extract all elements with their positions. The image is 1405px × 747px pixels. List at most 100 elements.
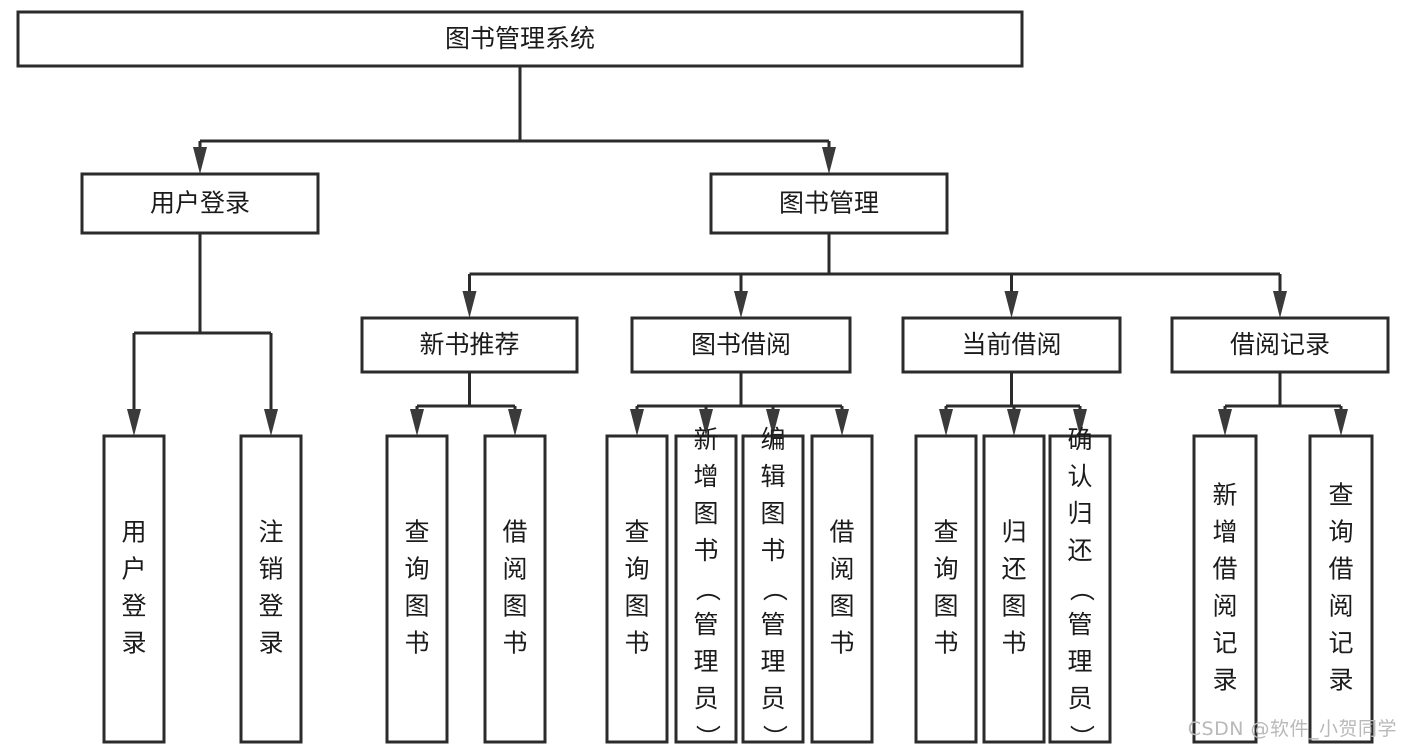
- svg-text:图: 图: [829, 592, 854, 621]
- connector-arrow-icon: [1273, 291, 1287, 318]
- node-box-leaf-nb-query[interactable]: [385, 434, 449, 744]
- connector-arrow-icon: [127, 409, 141, 436]
- edge-group-book-borrow: [630, 372, 849, 436]
- svg-text:图: 图: [502, 592, 527, 621]
- node-box-new-book[interactable]: [360, 316, 579, 374]
- connector-arrow-icon: [1007, 409, 1021, 436]
- node-box-leaf-user-login[interactable]: [102, 434, 166, 744]
- node-box-leaf-br-query[interactable]: [1308, 434, 1374, 744]
- svg-text:登: 登: [121, 592, 146, 621]
- svg-text:询: 询: [624, 555, 649, 584]
- edge-group-borrow-record: [1218, 372, 1348, 436]
- node-box-leaf-cb-return[interactable]: [982, 434, 1046, 744]
- svg-text:书: 书: [502, 629, 527, 658]
- node-box-leaf-user-logout[interactable]: [239, 434, 303, 744]
- connector-arrow-icon: [699, 409, 713, 436]
- svg-text:借: 借: [1212, 555, 1237, 584]
- svg-text:图: 图: [404, 592, 429, 621]
- node-book-manage[interactable]: 图书管理: [709, 172, 949, 235]
- node-box-borrow-record[interactable]: [1170, 316, 1390, 374]
- node-box-leaf-bb-query[interactable]: [605, 434, 669, 744]
- node-box-book-manage[interactable]: [709, 172, 949, 235]
- node-box-leaf-bb-borrow[interactable]: [810, 434, 874, 744]
- connector-arrow-icon: [766, 409, 780, 436]
- watermark-label: CSDN @软件_小贺同学: [1187, 718, 1397, 740]
- node-box-user-login[interactable]: [80, 172, 320, 235]
- node-box-leaf-nb-borrow[interactable]: [483, 434, 547, 744]
- node-new-book[interactable]: 新书推荐: [360, 316, 579, 374]
- svg-text:书: 书: [829, 629, 854, 658]
- svg-text:查: 查: [1328, 481, 1353, 510]
- svg-text:管: 管: [693, 610, 718, 639]
- node-leaf-user-login[interactable]: 用户登录: [102, 434, 166, 744]
- svg-text:书: 书: [624, 629, 649, 658]
- svg-text:书: 书: [693, 536, 718, 565]
- node-borrow-record[interactable]: 借阅记录: [1170, 316, 1390, 374]
- connector-arrow-icon: [1334, 409, 1348, 436]
- node-book-borrow[interactable]: 图书借阅: [630, 316, 852, 374]
- node-box-book-borrow[interactable]: [630, 316, 852, 374]
- svg-text:销: 销: [258, 555, 283, 584]
- svg-text:（: （: [1067, 576, 1096, 601]
- svg-text:员: 员: [760, 684, 785, 713]
- connector-arrow-icon: [822, 147, 836, 174]
- edge-group-new-book: [410, 372, 522, 436]
- svg-text:录: 录: [258, 629, 283, 658]
- connector-arrow-icon: [939, 409, 953, 436]
- connector-arrow-icon: [264, 409, 278, 436]
- node-box-current-borrow[interactable]: [901, 316, 1122, 374]
- node-label-book-borrow: 图书借阅: [691, 330, 791, 359]
- svg-text:登: 登: [258, 592, 283, 621]
- svg-text:记: 记: [1212, 629, 1237, 658]
- node-label-new-book: 新书推荐: [419, 330, 519, 359]
- svg-text:）: ）: [693, 724, 722, 747]
- edge-group-user-login: [127, 233, 278, 436]
- node-current-borrow[interactable]: 当前借阅: [901, 316, 1122, 374]
- connector-arrow-icon: [193, 147, 207, 174]
- svg-text:用: 用: [121, 518, 146, 547]
- node-box-leaf-bb-add[interactable]: [674, 434, 738, 744]
- svg-text:归: 归: [1001, 518, 1026, 547]
- svg-text:记: 记: [1328, 629, 1353, 658]
- node-box-leaf-cb-confirm[interactable]: [1048, 434, 1112, 744]
- node-box-leaf-cb-query[interactable]: [914, 434, 978, 744]
- svg-text:编: 编: [760, 425, 785, 454]
- svg-text:阅: 阅: [502, 555, 527, 584]
- node-root[interactable]: 图书管理系统: [16, 10, 1024, 68]
- svg-text:询: 询: [933, 555, 958, 584]
- edge-group-root: [193, 66, 836, 174]
- svg-text:理: 理: [693, 647, 718, 676]
- svg-text:辑: 辑: [760, 462, 785, 491]
- svg-text:图: 图: [760, 499, 785, 528]
- svg-text:管: 管: [1067, 610, 1092, 639]
- svg-text:询: 询: [404, 555, 429, 584]
- node-box-root[interactable]: [16, 10, 1024, 68]
- svg-text:管: 管: [760, 610, 785, 639]
- svg-text:新: 新: [1212, 481, 1237, 510]
- node-label-leaf-user-login: 用户登录: [121, 518, 146, 658]
- connector-arrow-icon: [630, 409, 644, 436]
- svg-text:（: （: [760, 576, 789, 601]
- svg-text:查: 查: [624, 518, 649, 547]
- svg-text:查: 查: [404, 518, 429, 547]
- node-box-leaf-br-add[interactable]: [1192, 434, 1258, 744]
- node-box-leaf-bb-edit[interactable]: [741, 434, 805, 744]
- node-user-login[interactable]: 用户登录: [80, 172, 320, 235]
- svg-text:理: 理: [760, 647, 785, 676]
